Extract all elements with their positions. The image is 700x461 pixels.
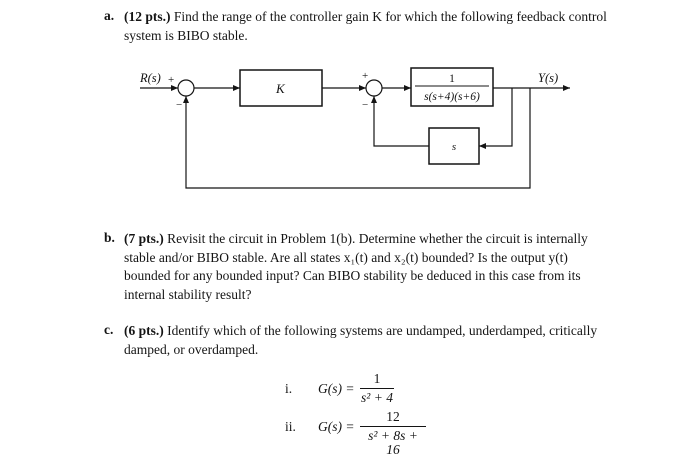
problem-b-line4: internal stability result? (124, 286, 252, 302)
problem-c-letter: c. (104, 322, 114, 337)
equation-i-label: i. (285, 381, 293, 396)
summing-junction-1 (177, 79, 195, 97)
plant-block (410, 67, 494, 107)
equation-ii-label: ii. (285, 419, 296, 434)
equation-ii-bar (360, 426, 426, 427)
problem-b-points: (7 pts.) (124, 231, 164, 246)
equation-ii-fraction: 12 s² + 8s + 16 (360, 410, 426, 457)
outer-feedback-loop (183, 88, 531, 189)
inner-feedback-branch (479, 88, 513, 149)
output-label: Y(s) (538, 71, 558, 85)
equation-i-denominator: s² + 4 (361, 390, 393, 405)
problem-b-text: (7 pts.) Revisit the circuit in Problem … (124, 230, 644, 304)
problem-c-line2: damped, or overdamped. (124, 341, 259, 357)
sum2-minus: − (362, 99, 368, 111)
equation-i-bar (360, 388, 394, 389)
problem-c-text: (6 pts.) Identify which of the following… (124, 322, 644, 359)
problem-c-line1: Identify which of the following systems … (163, 323, 598, 338)
problem-a-text: (12 pts.) Find the range of the controll… (124, 8, 644, 45)
problem-a-letter: a. (104, 8, 115, 23)
sum2-plus: + (362, 70, 368, 82)
problem-c-points: (6 pts.) (124, 323, 164, 338)
plant-numerator: 1 (449, 73, 455, 85)
equation-i-numerator: 1 (373, 371, 381, 386)
controller-label: K (275, 81, 286, 96)
problem-a-points: (12 pts.) (124, 9, 171, 24)
equation-ii-numerator: 12 (386, 409, 400, 424)
equation-ii-lhs: G(s) = (318, 419, 355, 434)
problem-a-line2: system is BIBO stable. (124, 27, 248, 43)
inner-feedback-return (371, 96, 429, 147)
problem-a-line1: Find the range of the controller gain K … (170, 9, 607, 24)
plant-denominator: s(s+4)(s+6) (424, 91, 480, 103)
sum1-minus: − (176, 99, 182, 111)
equation-ii-denominator: s² + 8s + 16 (368, 428, 418, 457)
equation-i-lhs: G(s) = (318, 381, 355, 396)
sum1-plus: + (168, 74, 174, 86)
problem-b-line1: Revisit the circuit in Problem 1(b). Det… (163, 231, 588, 246)
summing-junction-2 (365, 79, 383, 97)
problem-b-letter: b. (104, 230, 115, 245)
problem-b-line2: stable and/or BIBO stable. Are all state… (124, 249, 568, 265)
equation-i-fraction: 1 s² + 4 (360, 372, 394, 405)
input-label: R(s) (139, 71, 161, 85)
problem-b-line3: bounded for any bounded input? Can BIBO … (124, 268, 581, 283)
feedback-s-label: s (452, 141, 456, 153)
